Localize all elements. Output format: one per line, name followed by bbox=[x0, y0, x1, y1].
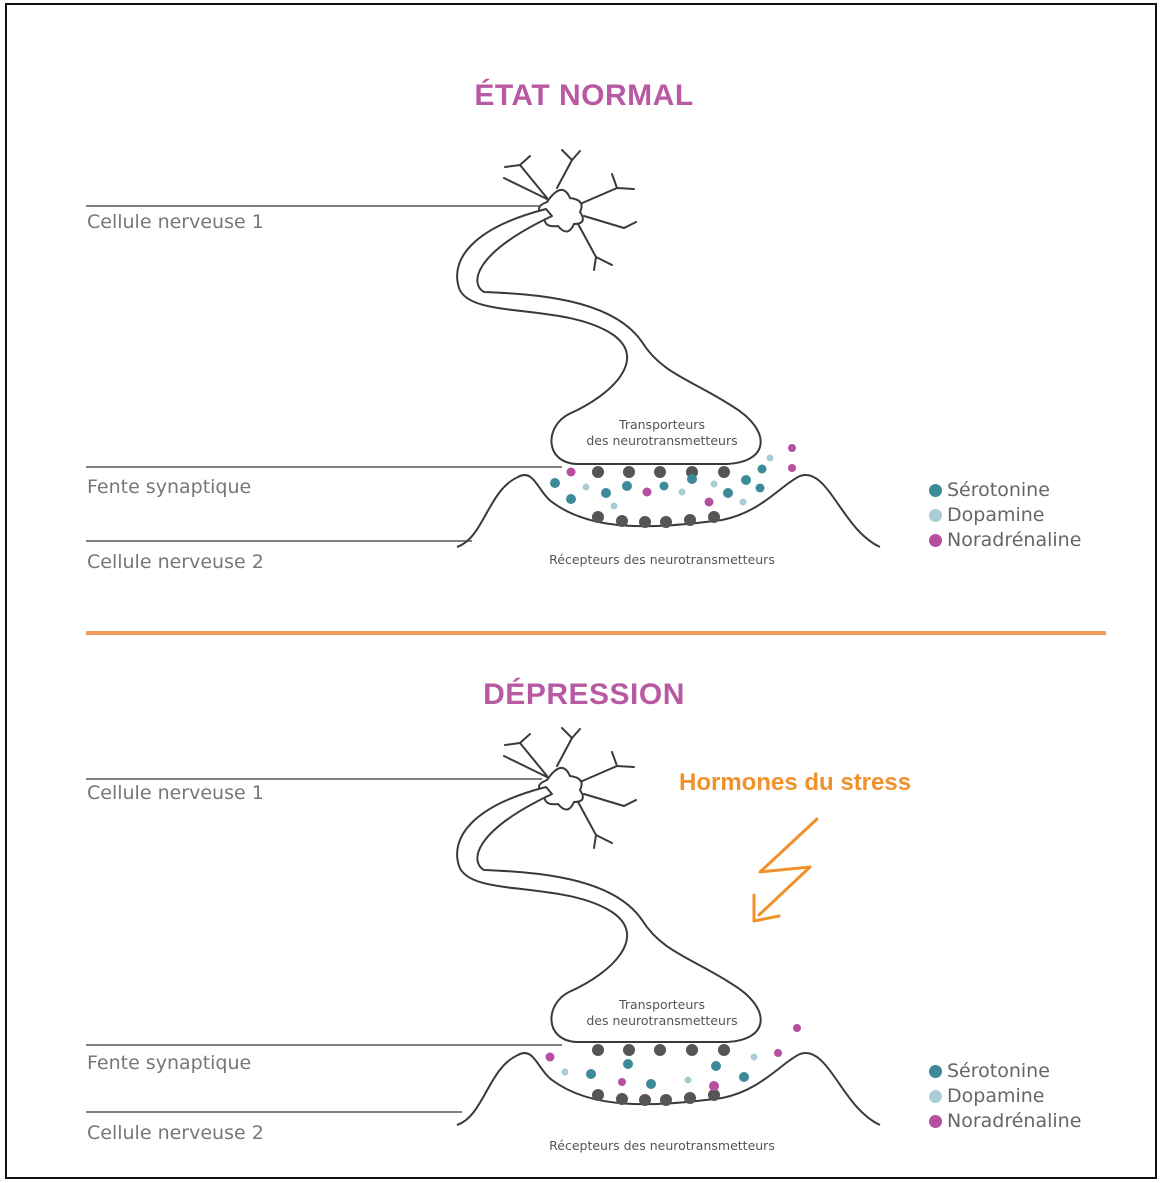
dopamine-swatch bbox=[929, 509, 942, 522]
legend-label: Noradrénaline bbox=[947, 1109, 1081, 1134]
noradrenaline-swatch bbox=[929, 1115, 942, 1128]
normal-recepteurs-label: Récepteurs des neurotransmetteurs bbox=[512, 552, 812, 568]
legend-label: Dopamine bbox=[947, 503, 1044, 528]
depression-title: DÉPRESSION bbox=[5, 678, 1157, 712]
noradrenaline-swatch bbox=[929, 534, 942, 547]
normal-cell1-label: Cellule nerveuse 1 bbox=[87, 211, 264, 233]
depression-recepteurs-label: Récepteurs des neurotransmetteurs bbox=[512, 1138, 812, 1154]
legend-item-dopamine: Dopamine bbox=[929, 1084, 1081, 1109]
normal-title: ÉTAT NORMAL bbox=[5, 79, 1157, 113]
legend-item-serotonine: Sérotonine bbox=[929, 478, 1081, 503]
stress-hormones-label: Hormones du stress bbox=[679, 769, 911, 797]
legend-item-noradrenaline: Noradrénaline bbox=[929, 1109, 1081, 1134]
normal-transporteurs-line1: Transporteurs bbox=[562, 417, 762, 433]
depression-transporteurs-label: Transporteurs des neurotransmetteurs bbox=[562, 997, 762, 1029]
figure-frame: ÉTAT NORMAL Cellule nerveuse 1 Fente syn… bbox=[5, 3, 1157, 1179]
legend-label: Sérotonine bbox=[947, 1059, 1050, 1084]
serotonine-swatch bbox=[929, 484, 942, 497]
normal-fente-label: Fente synaptique bbox=[87, 476, 251, 498]
dopamine-swatch bbox=[929, 1090, 942, 1103]
legend-item-noradrenaline: Noradrénaline bbox=[929, 528, 1081, 553]
legend-label: Dopamine bbox=[947, 1084, 1044, 1109]
depression-cell2-label: Cellule nerveuse 2 bbox=[87, 1122, 264, 1144]
depression-transporteurs-line2: des neurotransmetteurs bbox=[562, 1013, 762, 1029]
depression-transporteurs-line1: Transporteurs bbox=[562, 997, 762, 1013]
normal-neuron bbox=[457, 150, 880, 547]
serotonine-swatch bbox=[929, 1065, 942, 1078]
lightning-icon bbox=[754, 819, 817, 921]
legend-item-serotonine: Sérotonine bbox=[929, 1059, 1081, 1084]
legend-item-dopamine: Dopamine bbox=[929, 503, 1081, 528]
depression-legend: Sérotonine Dopamine Noradrénaline bbox=[929, 1059, 1081, 1134]
depression-cell1-label: Cellule nerveuse 1 bbox=[87, 782, 264, 804]
normal-transporteurs-line2: des neurotransmetteurs bbox=[562, 433, 762, 449]
normal-cell2-label: Cellule nerveuse 2 bbox=[87, 551, 264, 573]
depression-fente-label: Fente synaptique bbox=[87, 1052, 251, 1074]
legend-label: Sérotonine bbox=[947, 478, 1050, 503]
normal-transporteurs-label: Transporteurs des neurotransmetteurs bbox=[562, 417, 762, 449]
normal-legend: Sérotonine Dopamine Noradrénaline bbox=[929, 478, 1081, 553]
legend-label: Noradrénaline bbox=[947, 528, 1081, 553]
